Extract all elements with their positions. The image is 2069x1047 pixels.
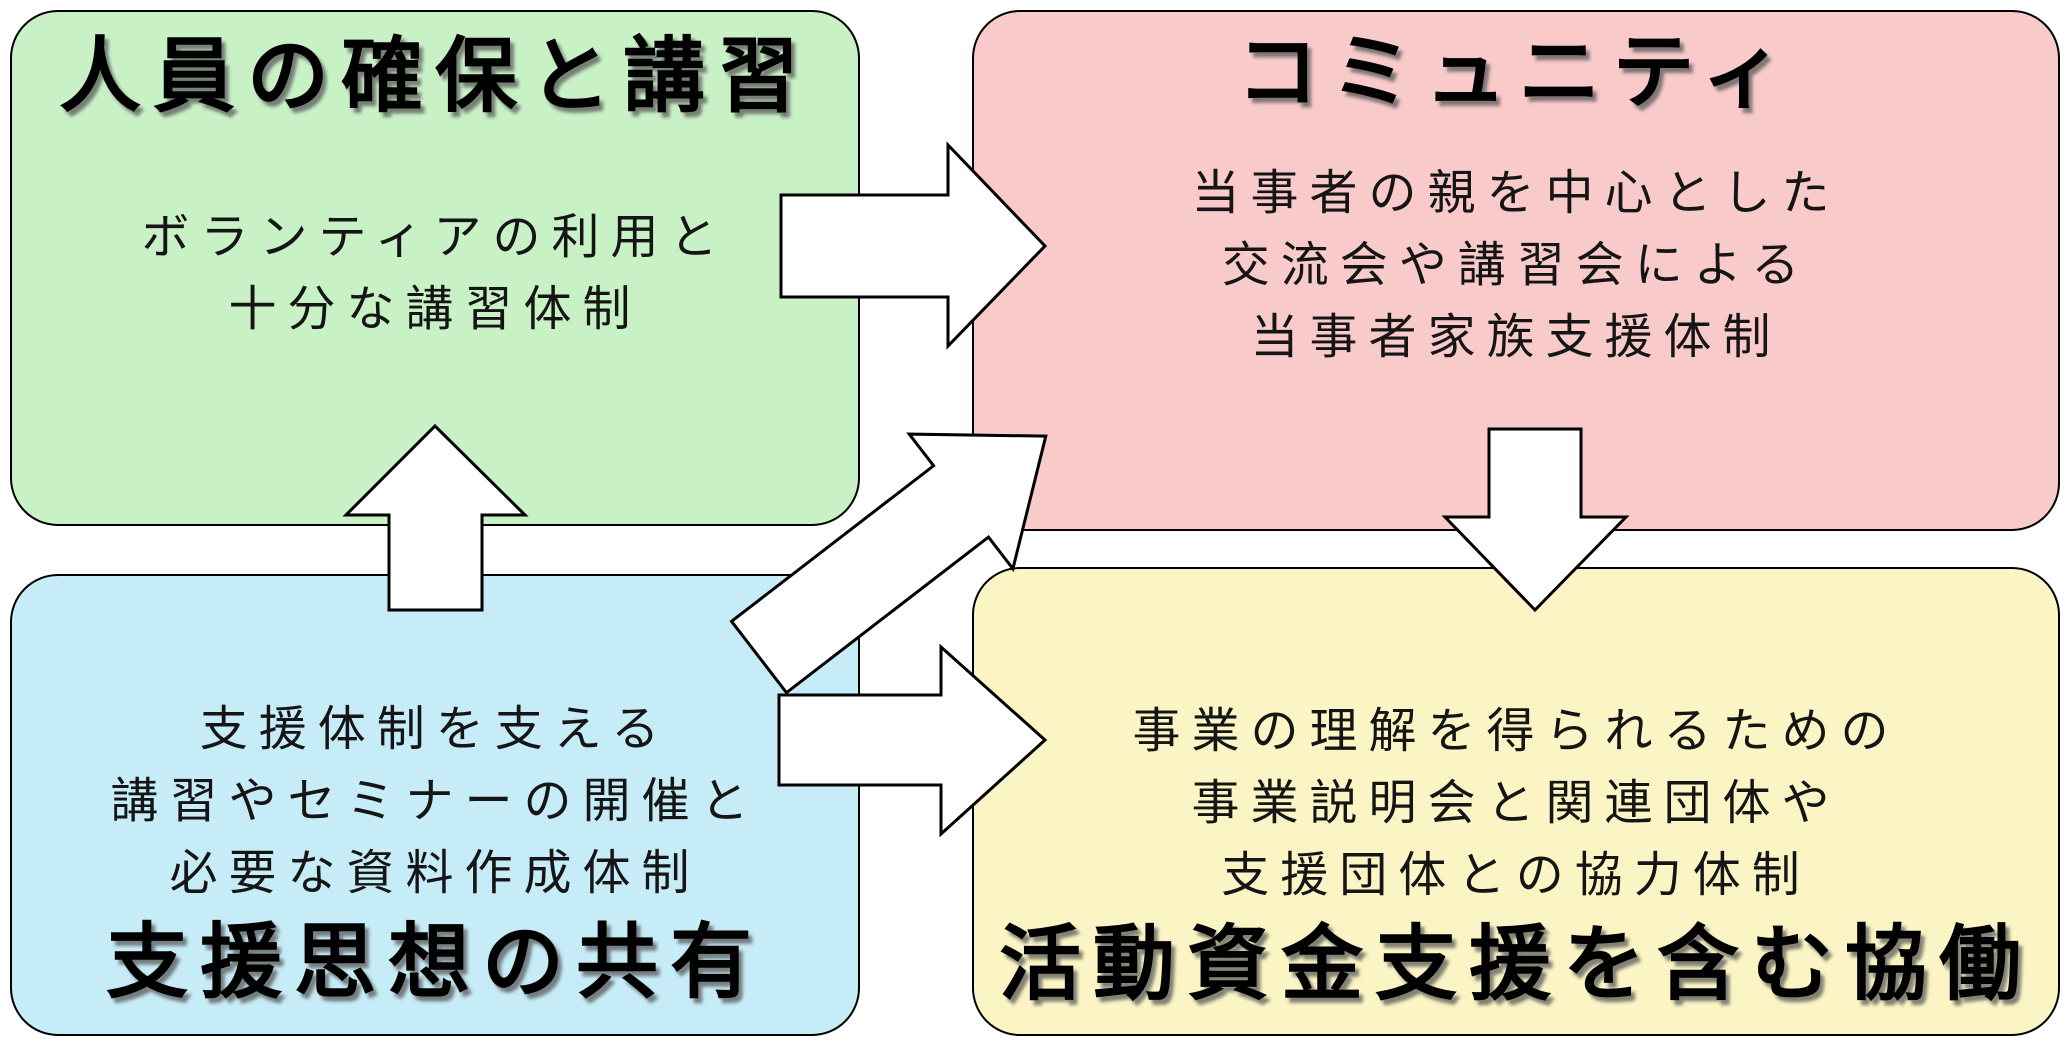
box-collaboration: 事業の理解を得られるための 事業説明会と関連団体や 支援団体との協力体制 活動資… — [972, 567, 2060, 1036]
box-philosophy-title: 支援思想の共有 — [105, 916, 764, 1008]
box-staffing: 人員の確保と講習 ボランティアの利用と 十分な講習体制 — [10, 10, 860, 526]
box-philosophy: 支援体制を支える 講習やセミナーの開催と 必要な資料作成体制 支援思想の共有 — [10, 574, 860, 1036]
box-community-title: コミュニティ — [1236, 27, 1796, 118]
box-collaboration-title: 活動資金支援を含む協働 — [998, 918, 2033, 1010]
box-staffing-title: 人員の確保と講習 — [58, 31, 811, 122]
box-community: コミュニティ 当事者の親を中心とした 交流会や講習会による 当事者家族支援体制 — [972, 10, 2060, 531]
box-staffing-body: ボランティアの利用と 十分な講習体制 — [141, 211, 729, 337]
box-community-body: 当事者の親を中心とした 交流会や講習会による 当事者家族支援体制 — [1191, 167, 1841, 365]
box-collaboration-body: 事業の理解を得られるための 事業説明会と関連団体や 支援団体との協力体制 — [1132, 704, 1900, 902]
box-philosophy-body: 支援体制を支える 講習やセミナーの開催と 必要な資料作成体制 — [110, 702, 760, 900]
